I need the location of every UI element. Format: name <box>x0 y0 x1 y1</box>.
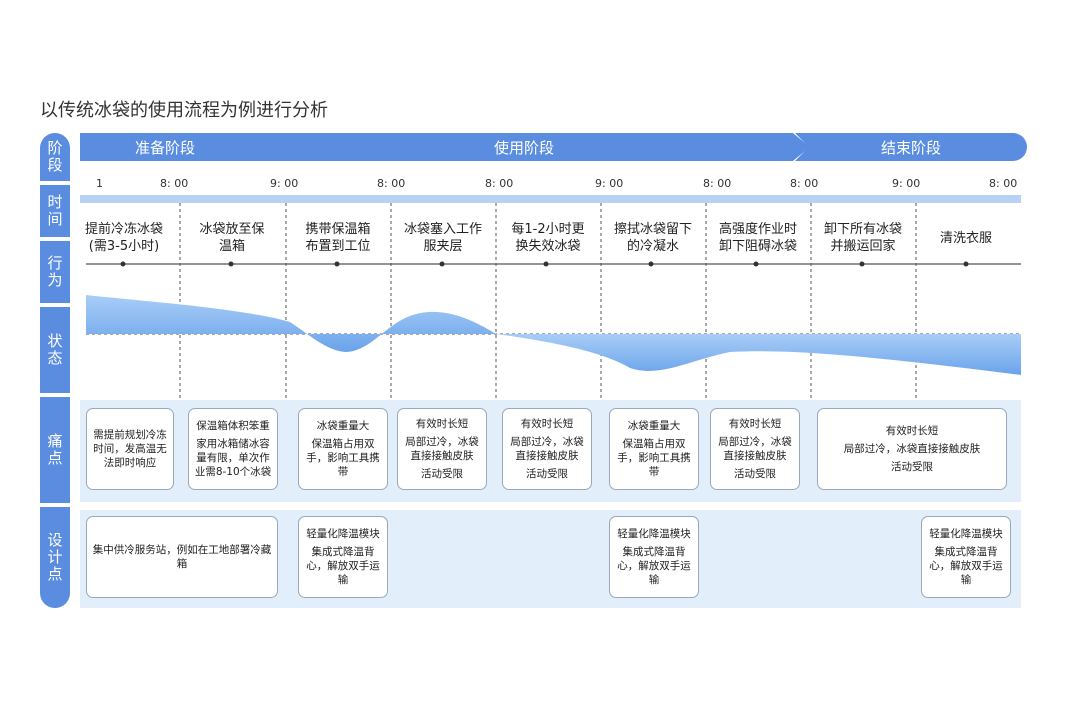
time-label: 8: 00 <box>485 177 514 190</box>
behavior-2: 冰袋放至保温箱 <box>199 222 265 254</box>
time-label: 9: 00 <box>892 177 921 190</box>
time-bar <box>80 195 1021 203</box>
pain-card-4: 有效时长短局部过冷，冰袋直接接触皮肤活动受限 <box>397 408 487 490</box>
stage-prepare: 准备阶段 <box>80 133 250 161</box>
wave-fill-upper <box>86 295 496 352</box>
behavior-7: 高强度作业时卸下阻碍冰袋 <box>718 222 797 254</box>
row-label-stage: 阶段 <box>40 133 70 181</box>
row-label-state: 状态 <box>40 307 70 393</box>
pain-card-1: 需提前规划冷冻时间，发高温无法即时响应 <box>86 408 174 490</box>
pain-card-7: 有效时长短局部过冷，冰袋直接接触皮肤活动受限 <box>710 408 800 490</box>
time-label: 8: 00 <box>989 177 1018 190</box>
pain-card-5: 有效时长短局部过冷，冰袋直接接触皮肤活动受限 <box>502 408 592 490</box>
stage-end: 结束阶段 <box>795 133 1027 161</box>
time-label: 8: 00 <box>703 177 732 190</box>
pain-card-8: 有效时长短局部过冷，冰袋直接接触皮肤活动受限 <box>817 408 1007 490</box>
wave-fill-lower <box>496 334 1021 375</box>
row-label-pain: 痛点 <box>40 397 70 503</box>
time-label: 8: 00 <box>377 177 406 190</box>
pain-card-6: 冰袋重量大保温箱占用双手，影响工具携带 <box>609 408 699 490</box>
behavior-9: 清洗衣服 <box>939 231 992 246</box>
behavior-5: 每1-2小时更换失效冰袋 <box>511 222 585 254</box>
behavior-3: 携带保温箱布置到工位 <box>305 222 371 254</box>
time-label: 1 <box>96 177 103 190</box>
design-card-2: 轻量化降温模块集成式降温背心，解放双手运输 <box>298 516 388 598</box>
time-label: 9: 00 <box>595 177 624 190</box>
design-card-1: 集中供冷服务站，例如在工地部署冷藏箱 <box>86 516 278 598</box>
row-label-design: 设计点 <box>40 507 70 608</box>
pain-card-2: 保温箱体积笨重家用冰箱储冰容量有限，单次作业需8-10个冰袋 <box>188 408 278 490</box>
behavior-4: 冰袋塞入工作服夹层 <box>403 222 482 254</box>
time-label: 9: 00 <box>270 177 299 190</box>
row-label-behavior: 行为 <box>40 241 70 303</box>
page-title: 以传统冰袋的使用流程为例进行分析 <box>40 100 328 121</box>
time-label: 8: 00 <box>160 177 189 190</box>
design-card-4: 轻量化降温模块集成式降温背心，解放双手运输 <box>921 516 1011 598</box>
pain-card-3: 冰袋重量大保温箱占用双手，影响工具携带 <box>298 408 388 490</box>
time-label: 8: 00 <box>790 177 819 190</box>
row-label-time: 时间 <box>40 185 70 237</box>
design-card-3: 轻量化降温模块集成式降温背心，解放双手运输 <box>609 516 699 598</box>
stage-use: 使用阶段 <box>238 133 810 161</box>
behavior-8: 卸下所有冰袋并搬运回家 <box>823 222 902 254</box>
behavior-1: 提前冷冻冰袋(需3-5小时) <box>84 222 163 254</box>
behavior-6: 擦拭冰袋留下的冷凝水 <box>613 222 692 254</box>
